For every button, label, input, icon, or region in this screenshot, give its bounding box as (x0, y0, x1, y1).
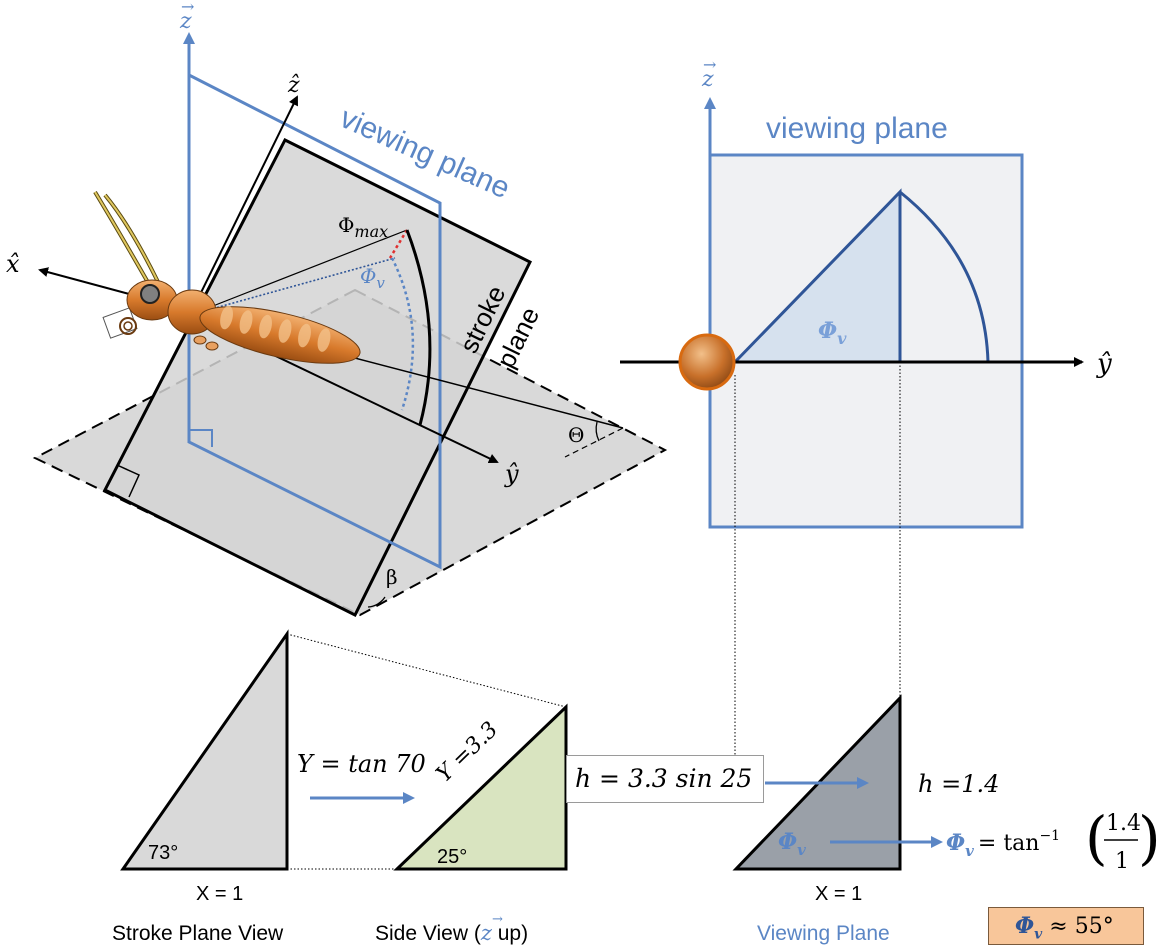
insect-illustration (93, 190, 361, 364)
caption-stroke-plane-view: Stroke Plane View (112, 922, 284, 945)
phi-max-arc-right (899, 190, 990, 363)
angle-73-label: 73° (148, 842, 178, 864)
phi-v-label-left: Φv (360, 264, 385, 292)
result-phi: Φ (1015, 913, 1035, 939)
h-formula-text: h = 3.3 sin 25 (575, 764, 753, 793)
result-phi-sub: v (1034, 926, 1043, 943)
result-box: Φv ≈ 55° (988, 907, 1144, 945)
h-value-label: h =1.4 (918, 770, 999, 798)
x-hat-label: x̂ (6, 250, 20, 278)
caption-viewing-plane: Viewing Plane (757, 922, 890, 945)
phi-v-arc (390, 257, 415, 411)
y-hat-label-right: ŷ (1096, 349, 1112, 379)
phi-v-ray (189, 257, 396, 316)
phi-v-label-triangle: Φv (778, 829, 806, 859)
result-value: ≈ 55° (1042, 914, 1114, 939)
y-tan-label: Y = tan 70 (297, 750, 426, 778)
x-eq-1-stroke: X = 1 (196, 883, 243, 905)
stroke-plane-triangle (120, 629, 289, 871)
stroke-plane (102, 137, 533, 618)
z-hat-label: ẑ (287, 73, 300, 98)
z-vec-label-right: z (701, 67, 714, 92)
phi-v-label-right: Φv (818, 318, 847, 348)
caption-side-z-arrow: → (492, 912, 503, 927)
right-angle-marker-black (116, 464, 140, 498)
z-vec-arrow-right: → (703, 55, 716, 74)
beta-arc (367, 596, 386, 608)
x-eq-1-viewing: X = 1 (815, 883, 862, 905)
angle-25-label: 25° (437, 846, 467, 868)
phi-formula-denominator: 1 (1115, 849, 1129, 874)
beta-label: β (386, 565, 398, 589)
phi-formula: Φv= tan−1 (946, 828, 1060, 860)
z-vec-label-left: z (179, 9, 192, 34)
theta-arc (595, 421, 600, 442)
y-hat-label-left: ŷ (504, 460, 519, 488)
result-text: Φv ≈ 55° (1015, 913, 1114, 942)
right-angle-marker-blue (189, 429, 213, 447)
phi-max-arc (405, 229, 432, 426)
caption-side-view: Side View (z up) (375, 921, 528, 945)
z-vec-arrow-left: → (181, 0, 194, 16)
h-formula-box: h = 3.3 sin 25 (566, 755, 764, 803)
z-hat-axis (189, 95, 298, 316)
dotted-connector-top (286, 633, 567, 708)
viewing-plane-label-right: viewing plane (766, 112, 948, 145)
insect-ball-icon (678, 333, 736, 391)
phi-formula-paren-right: ) (1138, 804, 1157, 872)
phi-formula-numerator: 1.4 (1106, 811, 1141, 836)
phi-max-ray (189, 229, 408, 316)
phi-max-label: Φmax (338, 213, 388, 241)
phi-formula-paren-left: ( (1085, 804, 1108, 872)
theta-reference-dash (564, 427, 624, 458)
theta-label: Θ (568, 423, 584, 447)
